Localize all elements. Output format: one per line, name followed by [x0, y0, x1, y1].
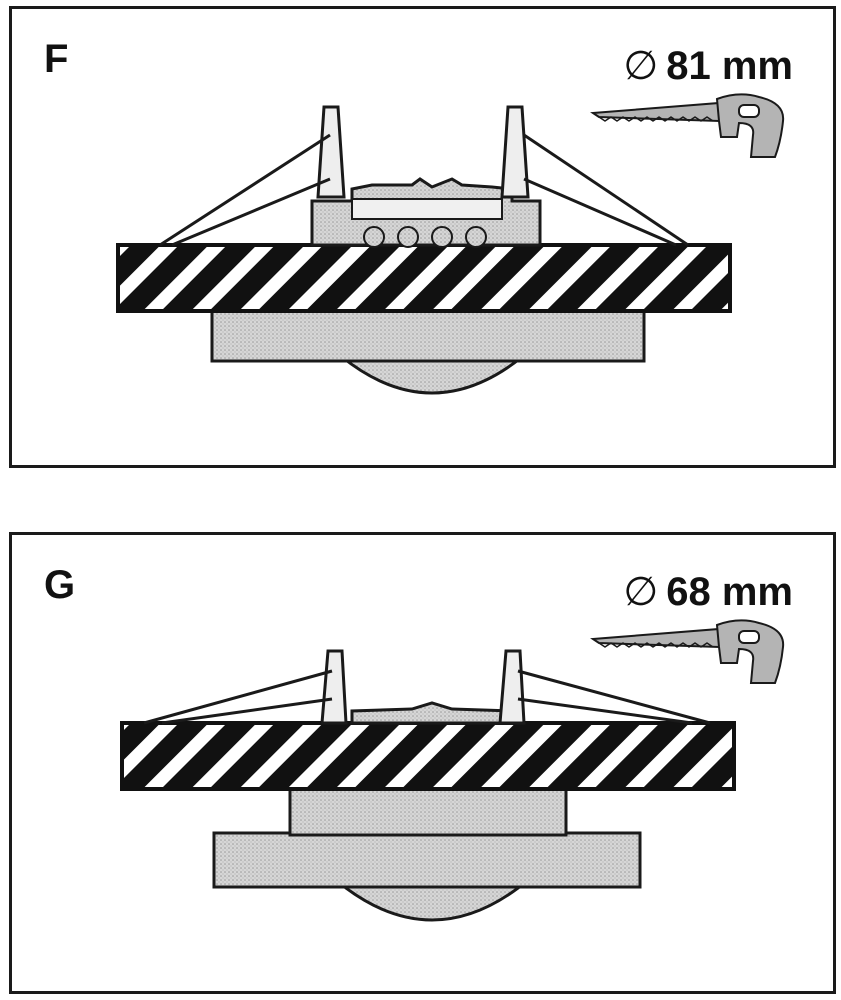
fixture-diagram-g — [120, 649, 736, 922]
cutout-diameter-label: ∅81 mm — [623, 43, 793, 89]
lamp-dome — [337, 883, 527, 922]
diameter-symbol: ∅ — [623, 570, 659, 614]
ceiling-panel — [116, 243, 732, 313]
panel-g: G ∅68 mm — [9, 532, 836, 994]
fixture-collar — [288, 787, 568, 837]
diameter-value: 81 mm — [666, 44, 793, 88]
left-spring-clip — [320, 649, 348, 725]
fixture-housing — [350, 701, 514, 725]
terminal-block — [351, 198, 503, 220]
trim-ring — [212, 831, 642, 889]
ceiling-panel — [120, 721, 736, 791]
right-spring-clip — [500, 105, 530, 199]
diameter-symbol: ∅ — [623, 44, 659, 88]
left-spring-clip — [316, 105, 346, 199]
right-spring-clip — [498, 649, 526, 725]
panel-letter: F — [44, 37, 69, 81]
lamp-dome — [337, 355, 527, 395]
trim-ring — [210, 307, 646, 363]
panel-letter: G — [44, 563, 76, 607]
hand-saw-icon — [590, 93, 785, 158]
hand-saw-icon — [590, 619, 785, 684]
cutout-diameter-label: ∅68 mm — [623, 569, 793, 615]
fixture-diagram-f — [116, 105, 732, 395]
panel-f: F ∅81 mm — [9, 6, 836, 468]
diameter-value: 68 mm — [666, 570, 793, 614]
